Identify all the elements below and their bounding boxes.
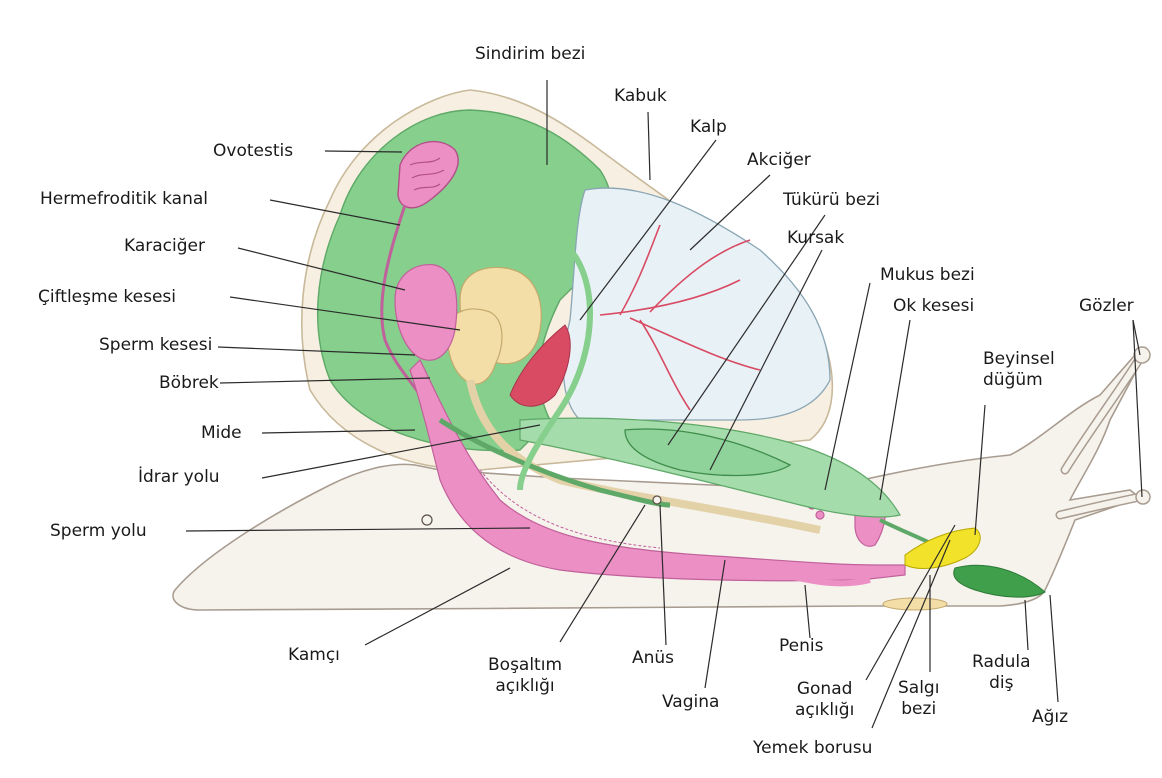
- label-kalp: Kalp: [690, 117, 727, 138]
- label-idrar-yolu: İdrar yolu: [138, 467, 220, 488]
- label-gozler: Gözler: [1079, 296, 1134, 317]
- label-anus: Anüs: [632, 648, 674, 669]
- label-tukuru-bezi: Tükürü bezi: [783, 190, 880, 211]
- label-vagina: Vagina: [662, 692, 719, 713]
- eye-lower: [1136, 490, 1150, 504]
- label-bosaltim-line2: açıklığı: [488, 676, 562, 697]
- label-hermefroditik-kanal: Hermefroditik kanal: [40, 189, 208, 210]
- label-sperm-yolu: Sperm yolu: [50, 521, 147, 542]
- salivary-pad: [883, 598, 947, 610]
- label-bobrek: Böbrek: [159, 373, 219, 394]
- label-beyinsel-line1: Beyinsel: [983, 349, 1055, 370]
- label-radula-line1: Radula: [972, 652, 1031, 673]
- label-kursak: Kursak: [787, 228, 844, 249]
- label-beyinsel-line2: düğüm: [983, 370, 1055, 391]
- label-kabuk: Kabuk: [614, 86, 667, 107]
- label-bosaltim-line1: Boşaltım: [488, 655, 562, 676]
- anus-opening: [653, 496, 661, 504]
- label-salgi-line1: Salgı: [898, 678, 939, 699]
- label-karaciger: Karaciğer: [124, 236, 205, 257]
- label-radula-line2: diş: [972, 673, 1031, 694]
- label-yemek-borusu: Yemek borusu: [753, 738, 872, 759]
- label-bosaltim-acikligi: Boşaltım açıklığı: [488, 655, 562, 697]
- label-beyinsel-dugum: Beyinsel düğüm: [983, 349, 1055, 391]
- label-gonad-line1: Gonad: [795, 679, 854, 700]
- label-sindirim-bezi: Sindirim bezi: [475, 44, 585, 65]
- label-sperm-kesesi: Sperm kesesi: [99, 335, 212, 356]
- label-mide: Mide: [201, 423, 242, 444]
- label-penis: Penis: [779, 636, 823, 657]
- label-akciger: Akciğer: [747, 150, 811, 171]
- label-agiz: Ağız: [1032, 707, 1068, 728]
- label-ovotestis: Ovotestis: [213, 141, 293, 162]
- label-salgi-bezi: Salgı bezi: [898, 678, 939, 720]
- label-gonad-line2: açıklığı: [795, 700, 854, 721]
- lung: [563, 188, 830, 420]
- label-gonad-acikligi: Gonad açıklığı: [795, 679, 854, 721]
- label-radula-dis: Radula diş: [972, 652, 1031, 694]
- excretory-opening: [422, 515, 432, 525]
- label-salgi-line2: bezi: [898, 699, 939, 720]
- label-ciftlesme-kesesi: Çiftleşme kesesi: [38, 287, 176, 308]
- label-kamci: Kamçı: [288, 645, 340, 666]
- label-mukus-bezi: Mukus bezi: [880, 265, 975, 286]
- eye-upper: [1134, 347, 1150, 363]
- label-ok-kesesi: Ok kesesi: [893, 296, 974, 317]
